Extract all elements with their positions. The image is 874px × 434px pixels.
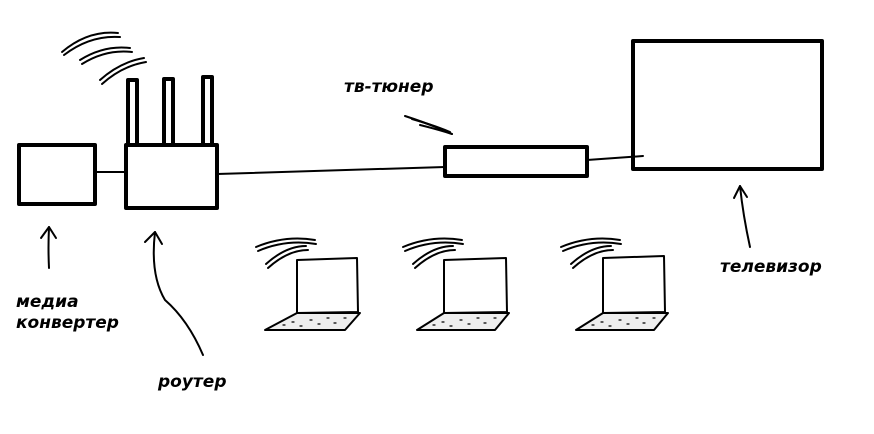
tv-label: телевизор (720, 257, 822, 277)
router-antenna-1 (126, 78, 139, 147)
media-converter-label: медиа конвертер (16, 292, 146, 334)
media-converter-box (17, 143, 97, 206)
cable-router-to-tuner (216, 166, 446, 175)
tv-arrow-icon (733, 185, 751, 248)
tuner-arrow-icon (404, 115, 453, 135)
laptop-wifi-icon (255, 237, 317, 269)
tv-tuner-box (443, 145, 589, 178)
tv-tuner-label: тв-тюнер (344, 77, 434, 97)
media-converter-arrow-icon (40, 226, 57, 269)
router-box (124, 143, 219, 210)
laptop-icon (560, 237, 669, 331)
laptop-wifi-icon (560, 237, 622, 269)
tv-box (631, 39, 824, 171)
media-converter-label-line1: медиа (16, 292, 79, 312)
router-antenna-2 (162, 77, 175, 147)
laptop-icon (402, 237, 510, 331)
laptop-wifi-icon (402, 237, 464, 269)
router-antenna-3 (201, 75, 214, 147)
media-converter-label-line2: конвертер (16, 313, 119, 333)
router-arrow-icon (144, 231, 204, 356)
laptop-icon (255, 237, 361, 331)
router-label: роутер (158, 372, 227, 392)
router-wifi-icon (61, 31, 147, 85)
